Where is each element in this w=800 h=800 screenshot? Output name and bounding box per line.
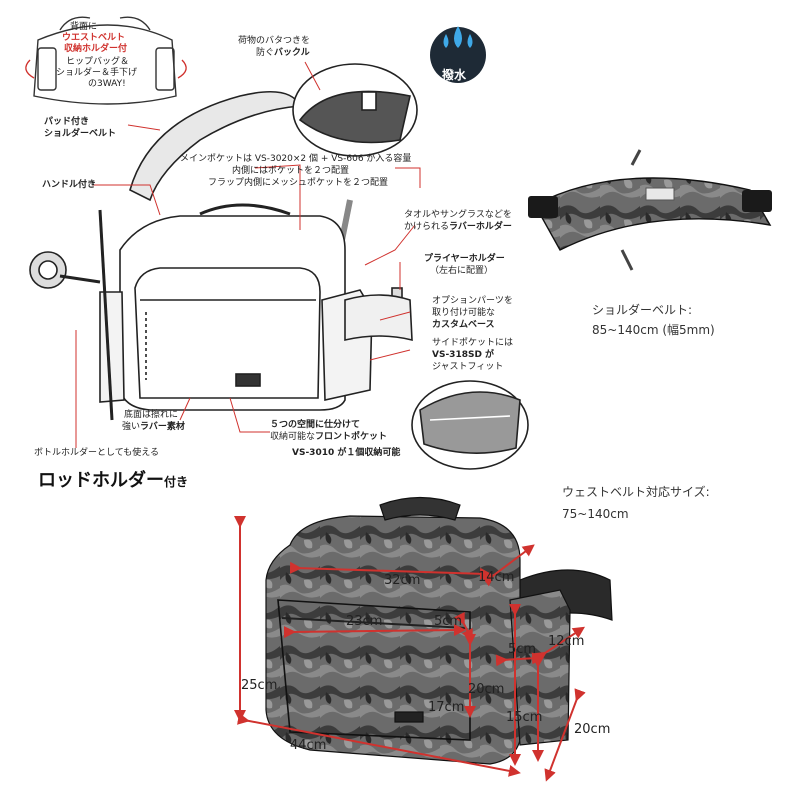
front-pocket-prefix: 収納可能な <box>270 432 316 442</box>
callout-leaders <box>75 61 421 448</box>
buckle-callout-bold: バックル <box>274 48 310 58</box>
back-view-sketch <box>25 16 187 105</box>
rod-holder-label: ロッドホルダー <box>38 470 164 491</box>
front-pocket-line2: 収納可能なフロントポケット <box>270 432 387 443</box>
back-note-line4: ヒップバッグ＆ <box>66 57 130 67</box>
side-pocket-line2: VS-318SD が <box>432 350 495 360</box>
main-pocket-line3: フラップ内側にメッシュポケットを２つ配置 <box>208 178 389 188</box>
water-repellent-badge <box>430 26 486 83</box>
main-bag-lineart <box>29 90 413 421</box>
plier-holder-line1: プライヤーホルダー <box>424 254 505 264</box>
side-pocket-line3: ジャストフィット <box>432 362 504 372</box>
back-note-line1: 背面に <box>70 22 98 32</box>
side-pocket-line1: サイドポケットには <box>432 338 514 348</box>
back-note-line6: の3WAY! <box>88 79 126 89</box>
buckle-callout-prefix: 防ぐ <box>256 48 275 58</box>
front-pocket-line1: ５つの空間に仕分けて <box>270 420 361 430</box>
water-repellent-label: 撥水 <box>442 68 467 82</box>
custom-base-line2: 取り付け可能な <box>432 308 496 318</box>
shoulder-belt-title: ショルダーベルト: <box>592 303 693 317</box>
custom-base-line1: オプションパーツを <box>432 296 513 306</box>
bottle-holder-callout: ボトルホルダーとしても使える <box>34 448 160 458</box>
rubber-holder-line2: かけられるラバーホルダー <box>404 222 512 233</box>
front-pocket-detail <box>411 380 529 470</box>
plier-holder-line2: （左右に配置） <box>430 266 494 276</box>
rubber-holder-prefix: かけられる <box>404 222 450 232</box>
waist-belt-size: 75~140cm <box>562 507 629 521</box>
waist-belt-title: ウェストベルト対応サイズ: <box>562 485 710 499</box>
bottom-rubber-line2: 強いラバー素材 <box>122 422 185 433</box>
bottom-rubber-line1: 底面は擦れに <box>124 410 179 420</box>
dim-front-pocket-depth: 5cm <box>434 614 463 629</box>
dim-width-top: 32cm <box>384 573 421 588</box>
dim-body-height: 20cm <box>468 682 505 697</box>
rubber-holder-bold: ラバーホルダー <box>449 222 512 232</box>
rod-holder-title: ロッドホルダー付き <box>38 466 188 492</box>
bottom-rubber-prefix: 強い <box>122 422 141 432</box>
dim-front-pocket-height: 17cm <box>428 700 465 715</box>
rubber-holder-line1: タオルやサングラスなどを <box>404 210 512 220</box>
handle-callout: ハンドル付き <box>42 180 97 190</box>
dim-height-total: 25cm <box>241 678 278 693</box>
rod-holder-suffix: 付き <box>164 475 189 489</box>
buckle-callout-line2: 防ぐバックル <box>256 48 310 59</box>
back-note-line2: ウエストベルト <box>62 33 126 43</box>
dim-front-pocket-width: 23cm <box>346 614 383 629</box>
back-note-line5: ショルダー＆手下げ <box>56 68 138 78</box>
dim-width-total: 44cm <box>290 738 327 753</box>
front-pocket-bold: フロントポケット <box>315 432 388 442</box>
dim-depth-total: 20cm <box>574 722 611 737</box>
buckle-detail <box>292 63 418 157</box>
bottom-rubber-bold: ラバー素材 <box>140 422 185 432</box>
dimension-lines <box>234 516 586 782</box>
back-note-line3: 収納ホルダー付 <box>64 44 128 54</box>
dim-side-pocket-height: 15cm <box>506 710 543 725</box>
main-pocket-line2: 内側にはポケットを２つ配置 <box>232 166 350 176</box>
shoulder-belt-size: 85~140cm (幅5mm) <box>592 323 715 337</box>
dim-side-pocket-depth: 5cm <box>508 642 537 657</box>
front-pocket-line3: VS-3010 が１個収納可能 <box>292 448 401 458</box>
padded-belt-line1: パッド付き <box>44 117 90 127</box>
dim-side-pocket-width: 12cm <box>548 634 585 649</box>
dim-depth-top: 14cm <box>478 570 515 585</box>
buckle-callout-line1: 荷物のバタつきを <box>238 36 311 46</box>
padded-belt-line2: ショルダーベルト <box>44 129 117 139</box>
shoulder-belt-photo <box>528 149 772 271</box>
custom-base-line3: カスタムベース <box>432 320 495 330</box>
main-pocket-line1: メインポケットは VS-3020×2 個 + VS-606 が入る容量 <box>180 154 412 164</box>
